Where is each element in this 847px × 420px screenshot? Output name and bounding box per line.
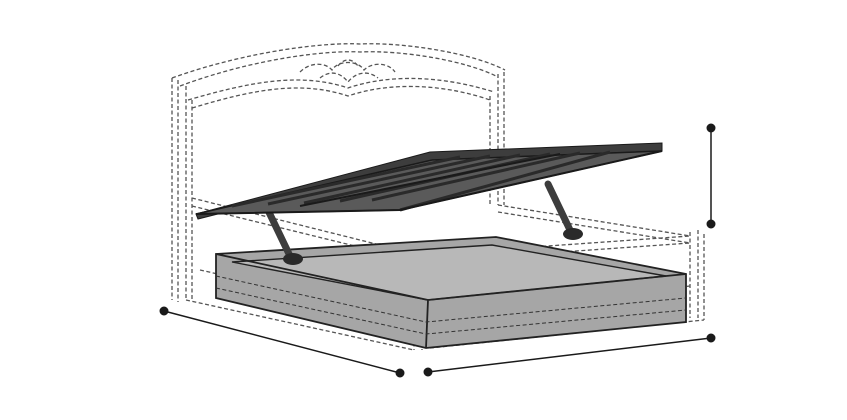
storage-box-edge: [215, 253, 687, 349]
slat-frame: [195, 142, 663, 220]
lift-arm-left: [262, 202, 294, 260]
dimension-height-icon: [706, 123, 716, 229]
lift-arm-left-mount: [283, 253, 303, 265]
lift-arm-right: [544, 180, 574, 234]
lift-mechanism: [262, 180, 583, 265]
dimension-width-icon: [159, 306, 405, 378]
storage-box: [215, 236, 687, 349]
dimension-length-icon: [423, 333, 716, 377]
lift-arm-right-mount: [563, 228, 583, 240]
